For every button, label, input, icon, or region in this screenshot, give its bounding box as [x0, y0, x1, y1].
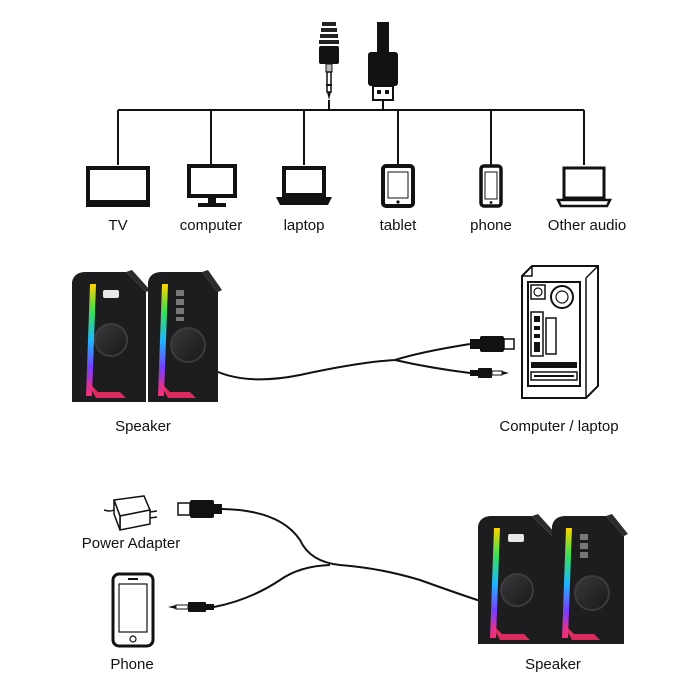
bottom-cables — [213, 508, 491, 608]
phone-device-icon — [111, 572, 155, 648]
usb-plug-bottom-icon — [177, 500, 222, 518]
tablet-icon — [381, 164, 415, 208]
speaker-pair-middle — [72, 270, 222, 402]
speaker-to-computer-cable — [217, 343, 471, 381]
aux-plug-horizontal-icon — [470, 368, 509, 378]
other-audio-device-icon — [555, 166, 613, 208]
power-adapter-label: Power Adapter — [82, 535, 180, 552]
device-tree-lines — [117, 100, 585, 165]
laptop-icon — [276, 166, 332, 205]
computer-tower-icon — [521, 265, 599, 399]
computer-laptop-label: Computer / laptop — [499, 418, 618, 435]
device-label-computer: computer — [180, 217, 243, 234]
phone-label: Phone — [110, 656, 153, 673]
tv-icon — [86, 166, 150, 207]
aux-plug-bottom-icon — [168, 602, 214, 612]
usb-plug-horizontal-icon — [470, 336, 515, 352]
speaker-label-bottom: Speaker — [525, 656, 581, 673]
aux-plug-icon — [319, 22, 339, 100]
usb-plug-icon — [368, 22, 398, 101]
computer-monitor-icon — [187, 164, 237, 207]
device-label-tv: TV — [108, 217, 127, 234]
device-label-other-audio: Other audio — [548, 217, 626, 234]
device-label-laptop: laptop — [284, 217, 325, 234]
speaker-pair-bottom — [478, 514, 628, 644]
device-label-tablet: tablet — [380, 217, 418, 234]
speaker-label-middle: Speaker — [115, 418, 171, 435]
power-adapter-icon — [103, 495, 158, 531]
phone-icon — [479, 164, 503, 208]
device-label-phone: phone — [470, 217, 512, 234]
